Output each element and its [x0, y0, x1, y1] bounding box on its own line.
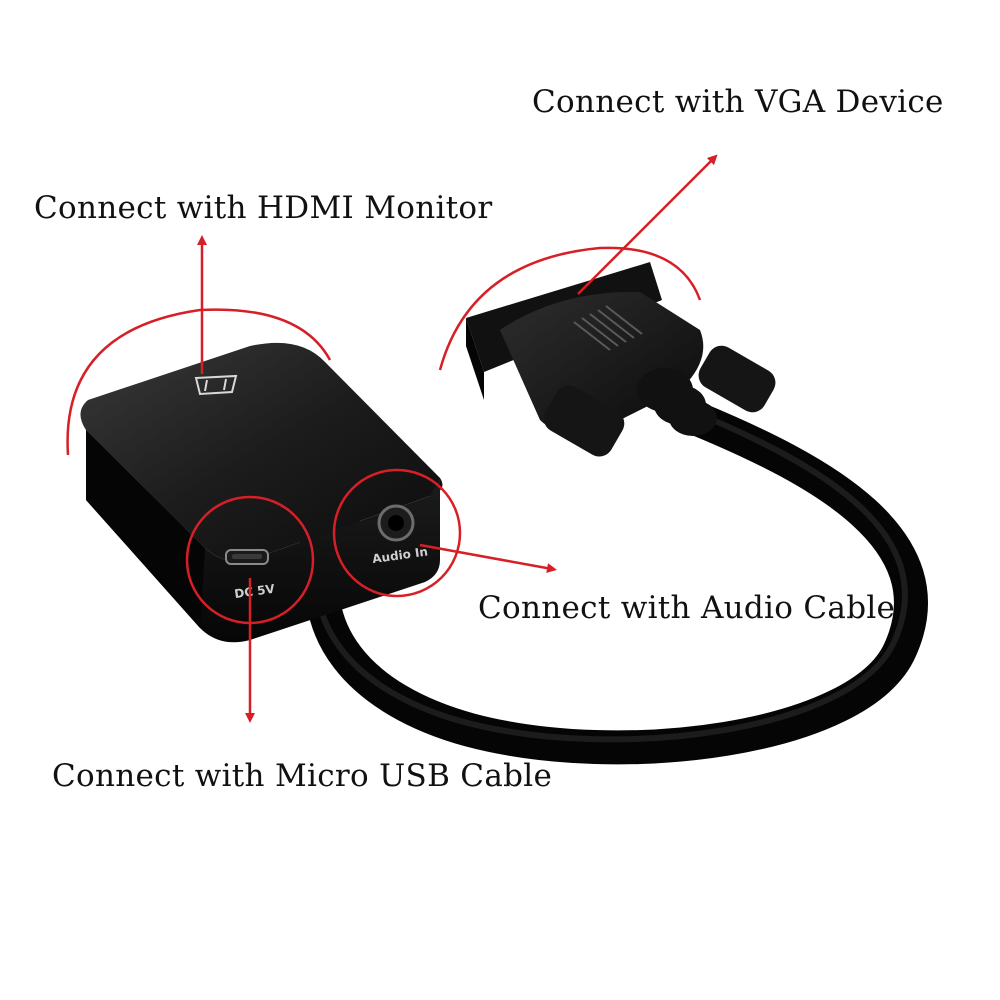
- hdmi-vga-adapter: DC 5V Audio In: [80, 342, 443, 643]
- vga-highlight-arc: [438, 246, 702, 371]
- audio-cable-label: Connect with Audio Cable: [478, 590, 896, 626]
- hdmi-port-icon: [194, 374, 238, 396]
- annotation-arrows: [197, 154, 718, 723]
- micro-usb-cable-label: Connect with Micro USB Cable: [52, 758, 553, 794]
- vga-cable: [305, 403, 928, 765]
- micro-usb-port: [225, 549, 269, 565]
- audio-highlight-circle: [332, 468, 462, 598]
- audio-jack-port: [377, 504, 415, 542]
- hdmi-highlight-arc: [66, 308, 332, 456]
- vga-device-label: Connect with VGA Device: [532, 84, 944, 120]
- hdmi-monitor-label: Connect with HDMI Monitor: [34, 190, 493, 226]
- audio-arrow: [419, 543, 557, 574]
- vga-connector: [466, 262, 776, 457]
- vga-arrow: [577, 154, 718, 295]
- dc-5v-port-label: DC 5V: [233, 582, 276, 602]
